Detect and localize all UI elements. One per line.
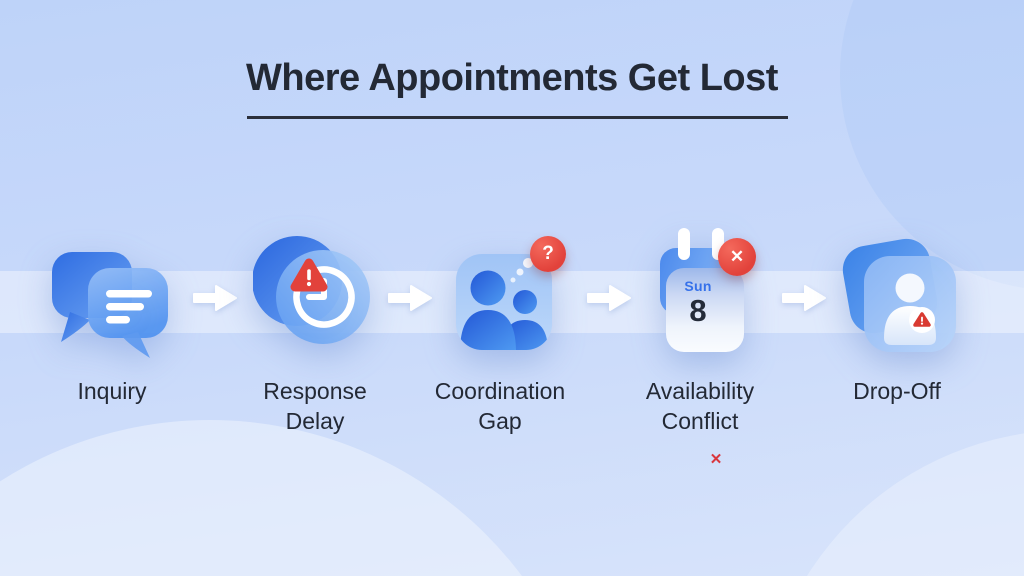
step-label-coordination-gap: Coordination Gap xyxy=(434,378,566,434)
clock-alert-icon xyxy=(253,236,370,344)
background-circle-bottom-left xyxy=(0,420,600,576)
step-label-drop-off: Drop-Off xyxy=(853,378,941,404)
question-badge: ? xyxy=(530,236,566,272)
calendar-day-number: 8 xyxy=(689,293,707,328)
arrow-right-icon xyxy=(193,285,237,311)
step-label-availability-conflict: Availability Conflict xyxy=(645,378,755,434)
people-question-icon xyxy=(456,254,552,350)
background-circle-bottom-right xyxy=(760,430,1024,576)
person-alert-icon xyxy=(842,238,956,352)
chat-bubbles-icon xyxy=(52,252,168,358)
title-underline xyxy=(247,116,788,119)
arrow-right-icon xyxy=(587,285,631,311)
page-title: Where Appointments Get Lost xyxy=(246,57,778,99)
step-label-inquiry: Inquiry xyxy=(77,378,147,404)
step-label-response-delay: Response Delay xyxy=(263,378,367,434)
arrow-right-icon xyxy=(388,285,432,311)
conflict-x-mark: ✕ xyxy=(709,451,723,468)
question-mark: ? xyxy=(542,243,554,264)
calendar-day-name: Sun xyxy=(684,278,712,294)
cancel-mark: ✕ xyxy=(729,247,745,266)
arrow-right-icon xyxy=(782,285,826,311)
cancel-badge: ✕ xyxy=(718,238,756,276)
